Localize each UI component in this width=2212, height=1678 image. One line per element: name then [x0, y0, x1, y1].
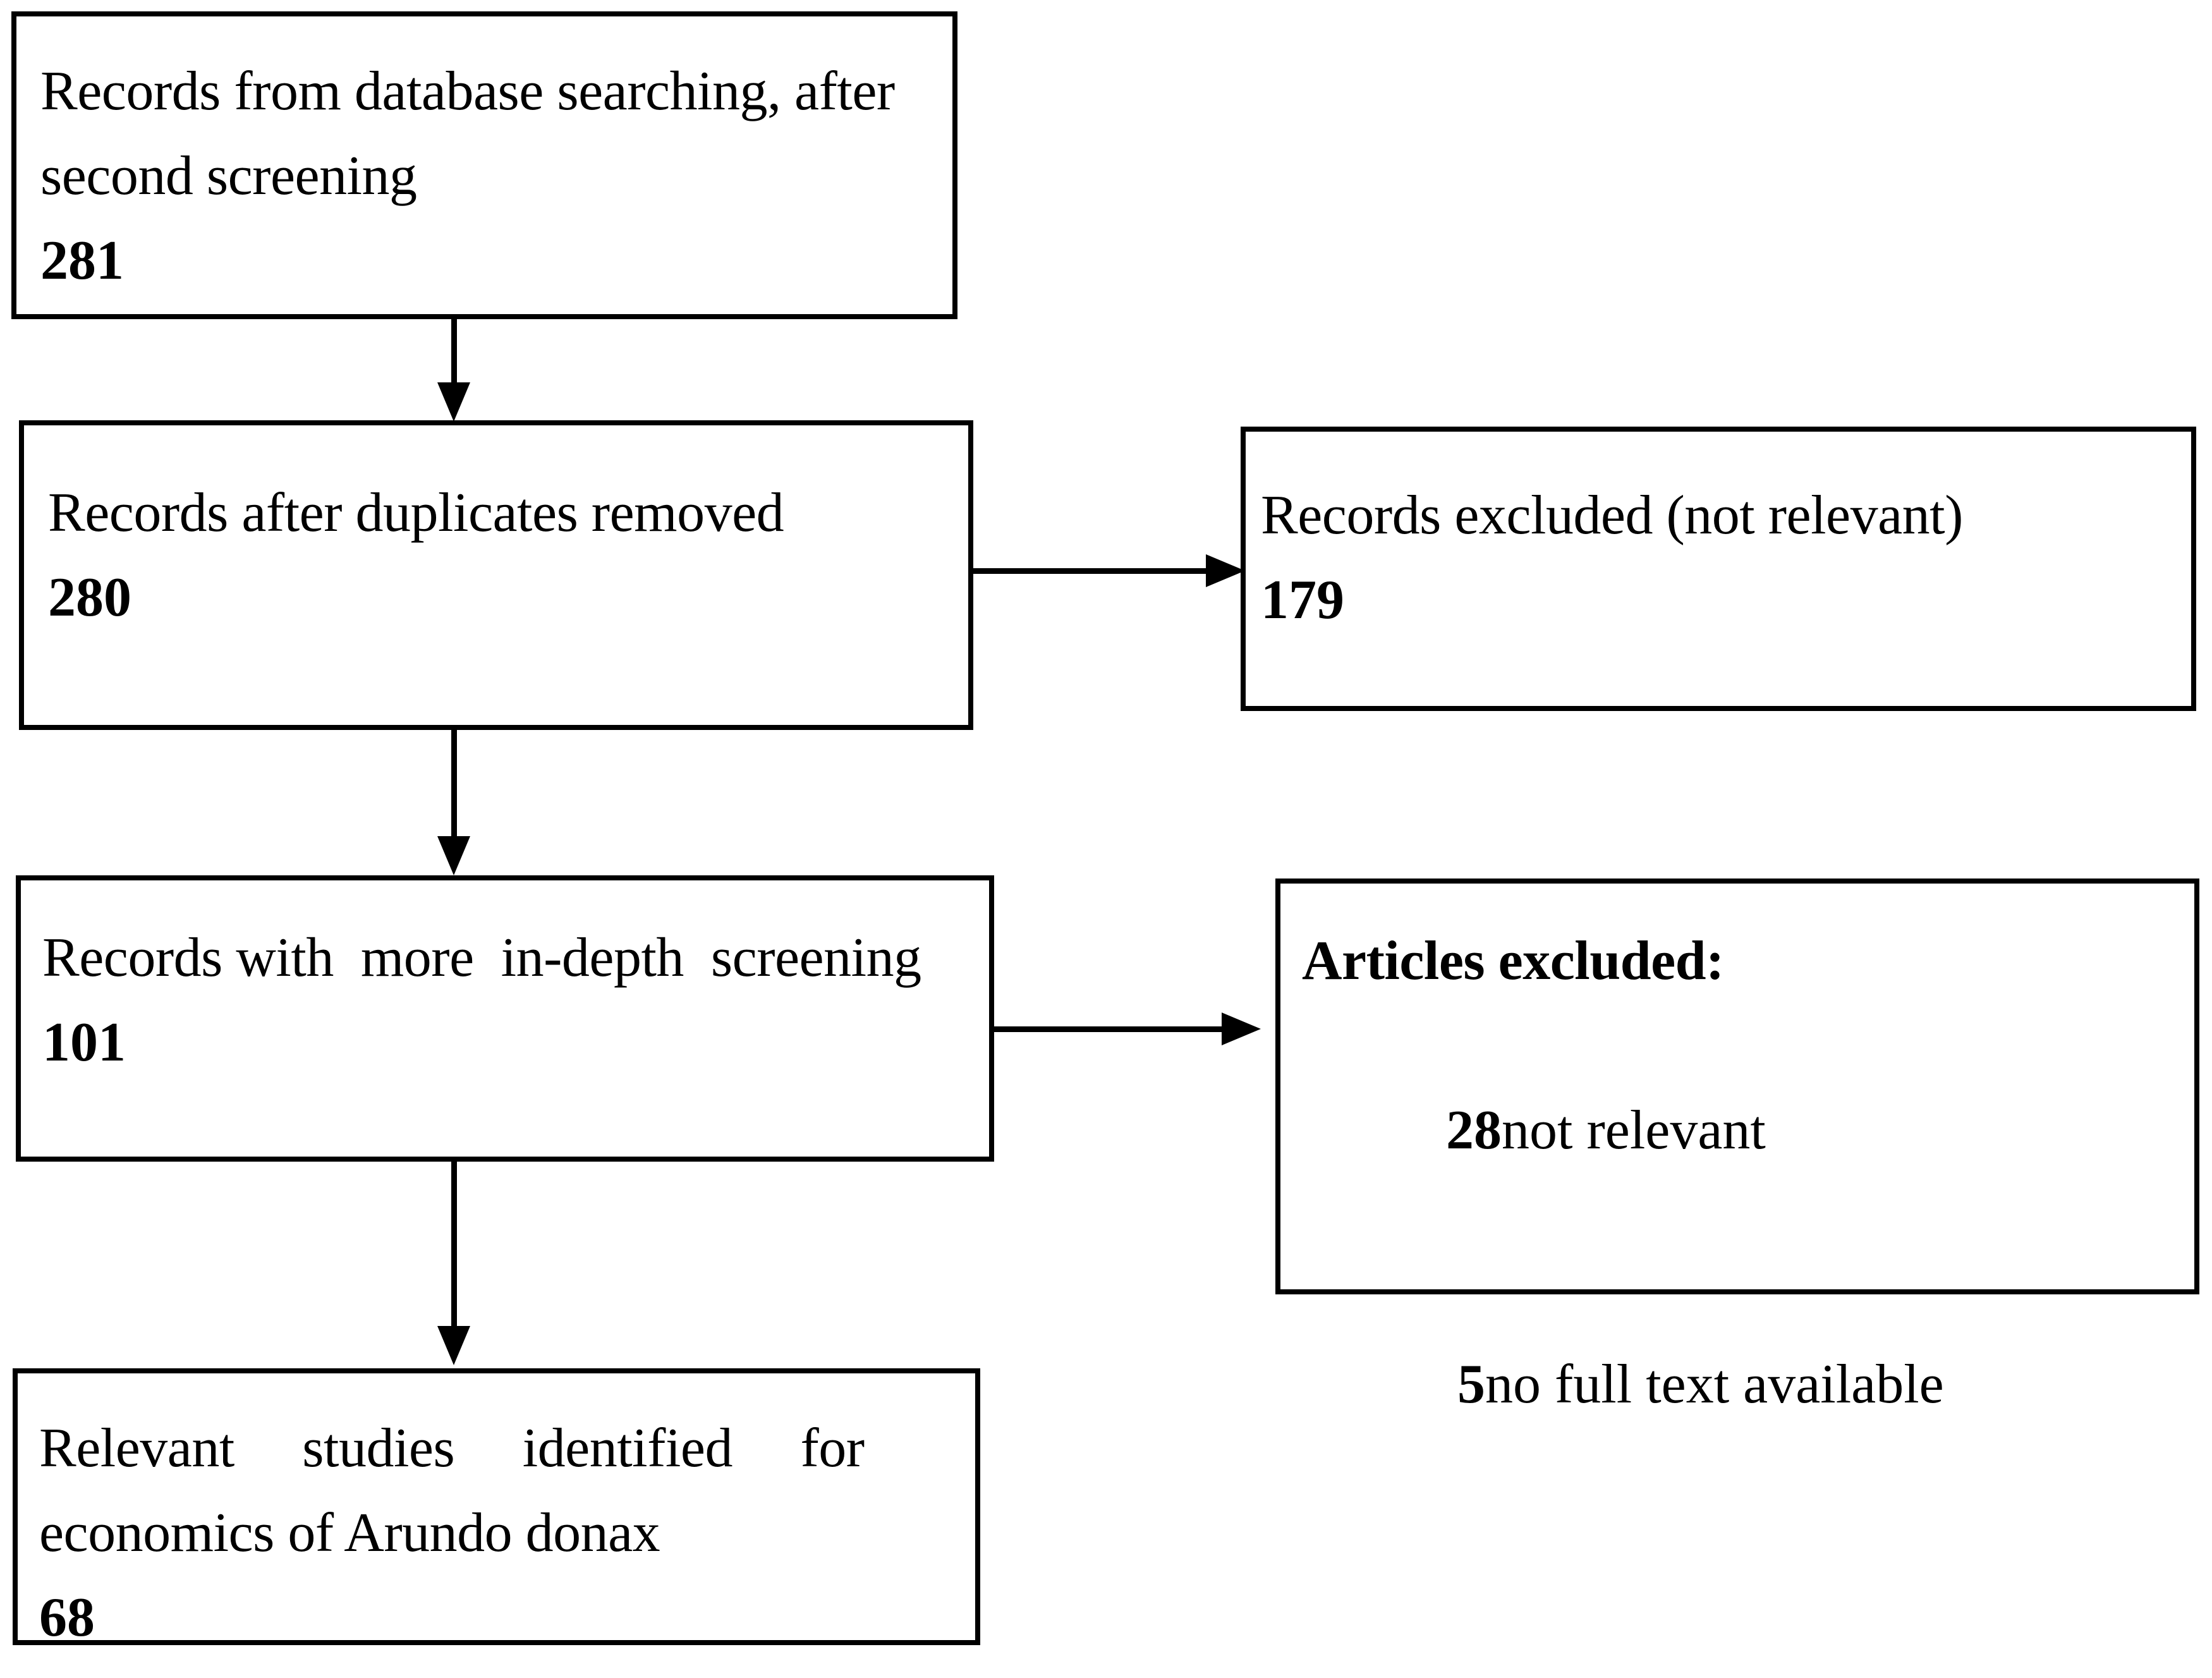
box-6-line-2: economics of Arundo donax: [39, 1502, 660, 1564]
box-4-count: 179: [1261, 569, 1344, 631]
articles-excluded-item-1-label: not relevant: [1502, 1100, 1766, 1161]
box-1-content: Records from database searching, after s…: [40, 49, 937, 303]
connector-box3-to-box6-arrowhead: [437, 1326, 470, 1365]
box-6-count: 68: [39, 1587, 95, 1648]
box-1-count: 281: [40, 230, 124, 291]
box-records-excluded-not-relevant: Records excluded (not relevant) 179: [1241, 427, 2196, 711]
box-1-line-2: second screening: [40, 145, 417, 207]
box-1-line-1: Records from database searching, after: [40, 61, 895, 122]
articles-excluded-heading: Articles excluded:: [1302, 930, 1724, 992]
box-2-content: Records after duplicates removed 280: [48, 471, 953, 640]
box-4-content: Records excluded (not relevant) 179: [1261, 473, 2176, 643]
connector-box3-to-box6-line: [451, 1162, 457, 1332]
articles-excluded-item-1: 28not relevant: [1302, 1004, 2179, 1258]
connector-box2-to-box3-arrowhead: [437, 836, 470, 875]
box-6-content: Relevant studies identified for economic…: [39, 1406, 959, 1660]
box-3-line-1: Records with more in-depth screening: [42, 927, 921, 988]
articles-excluded-item-2-count: 5: [1457, 1354, 1485, 1415]
box-3-count: 101: [42, 1012, 126, 1073]
connector-box2-to-excluded-arrowhead: [1206, 554, 1245, 587]
box-3-content: Records with more in-depth screening 101: [42, 916, 978, 1085]
connector-box2-to-box3-line: [451, 730, 457, 844]
box-5-content: Articles excluded: 28not relevant 5no fu…: [1302, 919, 2179, 1512]
connector-box3-to-articles-excluded-arrowhead: [1222, 1012, 1261, 1045]
box-6-line-1: Relevant studies identified for: [39, 1418, 865, 1479]
articles-excluded-item-2-label: no full text available: [1485, 1354, 1944, 1415]
box-relevant-studies-identified: Relevant studies identified for economic…: [13, 1368, 980, 1648]
connector-box3-to-articles-excluded-line: [994, 1026, 1229, 1032]
articles-excluded-item-1-count: 28: [1446, 1100, 1502, 1161]
connector-box2-to-excluded-line: [973, 568, 1213, 574]
box-records-from-database-searching: Records from database searching, after s…: [11, 11, 957, 319]
box-2-line-1: Records after duplicates removed: [48, 482, 784, 544]
connector-box1-to-box2-arrowhead: [437, 382, 470, 422]
articles-excluded-item-2: 5no full text available: [1302, 1258, 2179, 1512]
box-4-line-1: Records excluded (not relevant): [1261, 485, 1963, 546]
box-records-after-duplicates-removed: Records after duplicates removed 280: [19, 420, 973, 730]
box-articles-excluded: Articles excluded: 28not relevant 5no fu…: [1275, 879, 2199, 1415]
connector-box1-to-box2-line: [451, 319, 457, 390]
box-2-count: 280: [48, 567, 131, 628]
box-records-with-more-in-depth-screening: Records with more in-depth screening 101: [16, 875, 994, 1162]
